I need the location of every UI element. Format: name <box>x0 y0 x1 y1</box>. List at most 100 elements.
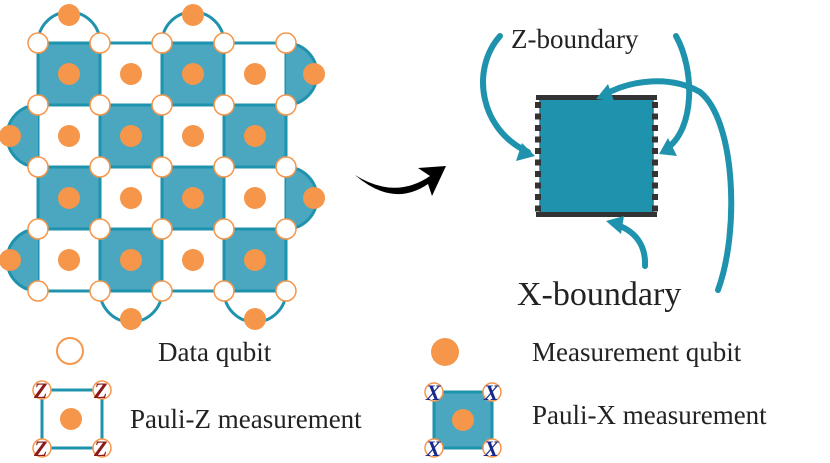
z-boundary-edges <box>535 102 658 212</box>
data-qubit-label: Data qubit <box>158 337 272 367</box>
data-qubit <box>151 156 173 178</box>
z-operator-label: Z <box>33 378 47 403</box>
data-qubit <box>27 32 49 54</box>
z-arrow-left <box>480 33 531 155</box>
measurement-qubit <box>120 63 142 85</box>
pauli-x-icon: X X X X <box>424 380 502 461</box>
x-operator-label: X <box>425 436 442 461</box>
data-qubit <box>151 218 173 240</box>
x-boundary-label: X-boundary <box>517 276 681 313</box>
measurement-qubit-label: Measurement qubit <box>532 337 742 367</box>
z-boundary-dash <box>652 148 658 154</box>
pauli-x-label: Pauli-X measurement <box>532 400 767 430</box>
z-boundary-dash <box>652 159 658 166</box>
z-boundary-dash <box>535 148 541 154</box>
measurement-qubit <box>244 187 266 209</box>
arrow-heads <box>516 84 677 234</box>
x-operator-label: X <box>425 380 442 405</box>
data-qubit <box>27 94 49 116</box>
data-qubit <box>213 156 235 178</box>
z-boundary-label: Z-boundary <box>511 24 639 54</box>
x-stabilizer-plaquette <box>98 227 164 293</box>
z-boundary-dash <box>535 182 541 189</box>
z-arrow-right-head <box>659 138 677 156</box>
measurement-qubit <box>58 63 80 85</box>
z-boundary-dash <box>652 113 658 120</box>
measurement-qubit <box>58 4 80 26</box>
measurement-qubit <box>58 249 80 271</box>
data-qubit <box>213 218 235 240</box>
measurement-qubit <box>120 187 142 209</box>
data-qubit <box>213 94 235 116</box>
z-boundary-dash <box>652 136 658 143</box>
data-qubit <box>275 218 297 240</box>
x-arrow-bottom-head <box>606 216 624 234</box>
surface-code-lattice <box>0 4 325 330</box>
x-boundary-bottom-edge <box>536 212 657 217</box>
logical-qubit <box>535 95 658 217</box>
data-qubit <box>89 280 111 302</box>
z-boundary-dash <box>535 113 541 120</box>
measurement-qubit <box>182 4 204 26</box>
z-arrow-right <box>663 33 693 152</box>
measurement-qubit <box>182 187 204 209</box>
x-operator-label: X <box>483 380 500 405</box>
measurement-qubit <box>303 63 325 85</box>
x-arrow-long-head <box>596 84 614 101</box>
legend: Data qubit Measurement qubit Z Z Z Z Pau… <box>32 337 767 461</box>
data-qubit <box>213 280 235 302</box>
z-boundary-dash <box>535 102 541 108</box>
logical-patch <box>539 98 654 215</box>
x-stabilizer-plaquette <box>222 103 288 169</box>
hollow-circle-icon <box>56 337 84 365</box>
measurement-qubit <box>182 249 204 271</box>
x-boundary-top-edge <box>536 95 657 100</box>
z-boundary-dash <box>652 171 658 177</box>
measurement-qubit <box>0 249 21 271</box>
measurement-qubit <box>244 125 266 147</box>
data-qubit <box>151 280 173 302</box>
z-boundary-dash <box>652 102 658 108</box>
curved-arrow-icon <box>355 166 446 196</box>
data-qubit <box>27 280 49 302</box>
z-boundary-dash <box>652 125 658 131</box>
data-qubit <box>27 156 49 178</box>
z-operator-label: Z <box>33 436 47 461</box>
z-boundary-dash <box>652 194 658 200</box>
z-boundary-dash <box>652 182 658 189</box>
pauli-z-icon: Z Z Z Z <box>32 378 112 461</box>
measurement-qubit <box>244 249 266 271</box>
z-boundary-dash <box>652 205 658 212</box>
data-qubit <box>275 32 297 54</box>
z-boundary-dash <box>535 205 541 212</box>
data-qubit <box>151 94 173 116</box>
data-qubit <box>275 94 297 116</box>
measurement-qubit <box>58 187 80 209</box>
data-qubit <box>275 280 297 302</box>
pauli-z-label: Pauli-Z measurement <box>130 404 362 434</box>
z-boundary-dash <box>535 125 541 131</box>
z-operator-label: Z <box>93 436 107 461</box>
measurement-qubit <box>58 125 80 147</box>
z-boundary-dash <box>535 159 541 166</box>
measurement-qubit <box>120 308 142 330</box>
z-arrow-left-head <box>516 143 535 161</box>
measurement-qubit <box>182 125 204 147</box>
data-qubit <box>27 218 49 240</box>
z-boundary-dash <box>535 136 541 143</box>
measurement-qubit <box>244 308 266 330</box>
z-operator-label: Z <box>93 378 107 403</box>
data-qubit <box>151 32 173 54</box>
measurement-qubit <box>244 63 266 85</box>
x-operator-label: X <box>483 436 500 461</box>
z-boundary-dash <box>535 171 541 177</box>
data-qubit <box>89 94 111 116</box>
measurement-qubit <box>0 125 21 147</box>
z-boundary-dash <box>535 194 541 200</box>
measurement-qubit <box>182 63 204 85</box>
data-qubit <box>89 32 111 54</box>
data-qubit <box>275 156 297 178</box>
measurement-qubit <box>120 125 142 147</box>
filled-circle-icon <box>431 338 459 366</box>
